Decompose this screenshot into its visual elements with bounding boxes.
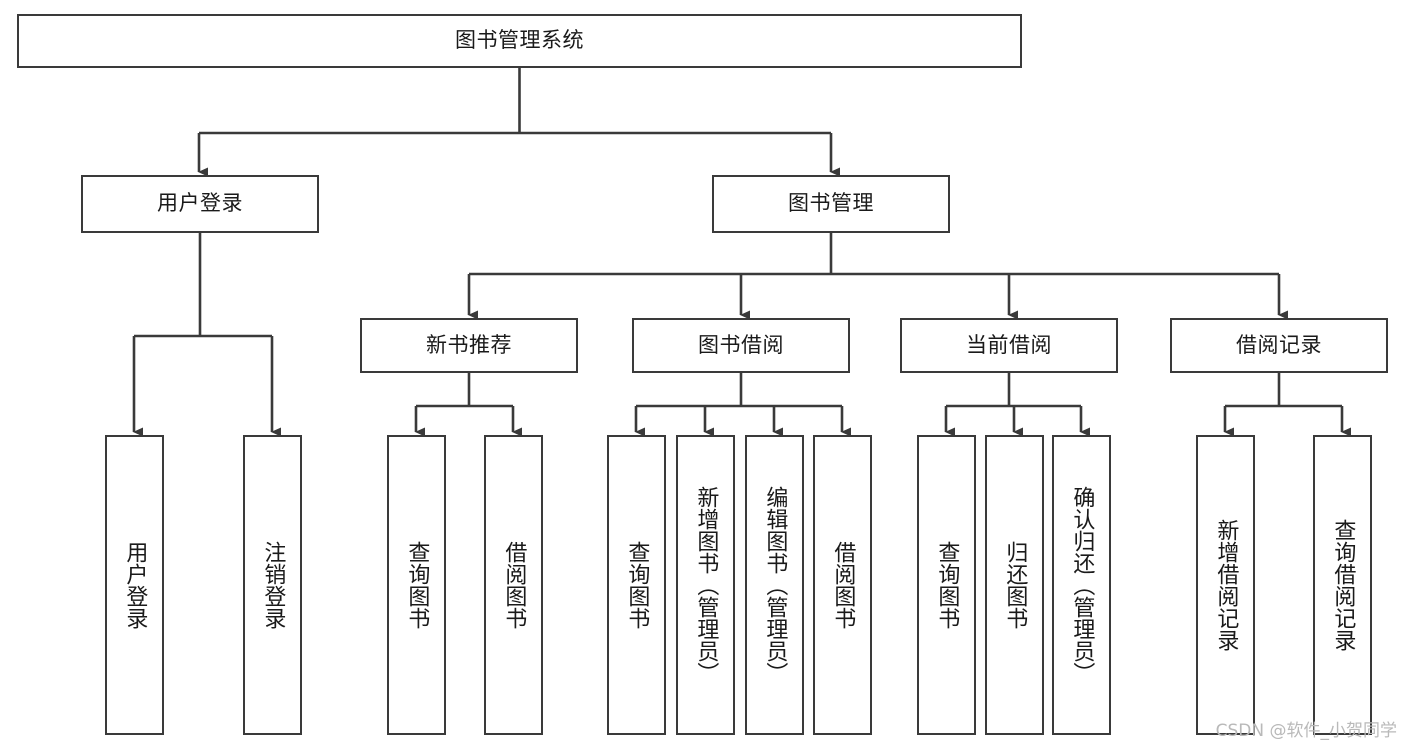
node-user-login[interactable]: 用户登录	[81, 175, 319, 233]
node-borrow-record-label: 借阅记录	[1236, 332, 1322, 357]
node-book-borrow-label: 图书借阅	[698, 332, 784, 357]
node-leaf-query-book-3[interactable]: 查询图书	[917, 435, 976, 735]
node-leaf-borrow-book-1-label: 借阅图书	[501, 541, 527, 629]
node-leaf-user-login-label: 用户登录	[122, 541, 148, 629]
node-current-borrow-label: 当前借阅	[966, 332, 1052, 357]
node-book-manage[interactable]: 图书管理	[712, 175, 950, 233]
node-new-book-recommend-label: 新书推荐	[426, 332, 512, 357]
node-root-label: 图书管理系统	[455, 28, 584, 53]
node-leaf-query-book-1-label: 查询图书	[404, 541, 430, 629]
node-leaf-query-book-2-label: 查询图书	[624, 541, 650, 629]
node-leaf-user-logout-label: 注销登录	[260, 541, 286, 629]
node-leaf-borrow-book-1[interactable]: 借阅图书	[484, 435, 543, 735]
node-leaf-return-book-label: 归还图书	[1002, 541, 1028, 629]
node-user-login-label: 用户登录	[157, 191, 243, 216]
node-book-borrow[interactable]: 图书借阅	[632, 318, 850, 373]
node-root[interactable]: 图书管理系统	[17, 14, 1022, 68]
node-leaf-borrow-book-2-label: 借阅图书	[830, 541, 856, 629]
node-leaf-return-book[interactable]: 归还图书	[985, 435, 1044, 735]
node-leaf-add-borrow-record[interactable]: 新增借阅记录	[1196, 435, 1255, 735]
node-leaf-user-logout[interactable]: 注销登录	[243, 435, 302, 735]
node-leaf-add-book-admin-label: 新增图书（管理员）	[693, 486, 719, 684]
node-leaf-query-book-2[interactable]: 查询图书	[607, 435, 666, 735]
node-borrow-record[interactable]: 借阅记录	[1170, 318, 1388, 373]
node-leaf-query-book-1[interactable]: 查询图书	[387, 435, 446, 735]
node-leaf-query-borrow-record-label: 查询借阅记录	[1330, 519, 1356, 651]
node-current-borrow[interactable]: 当前借阅	[900, 318, 1118, 373]
node-leaf-confirm-return-admin-label: 确认归还（管理员）	[1069, 486, 1095, 684]
csdn-watermark: CSDN @软件_小贺同学	[1215, 721, 1397, 741]
node-leaf-add-book-admin[interactable]: 新增图书（管理员）	[676, 435, 735, 735]
node-leaf-query-borrow-record[interactable]: 查询借阅记录	[1313, 435, 1372, 735]
node-leaf-edit-book-admin-label: 编辑图书（管理员）	[762, 486, 788, 684]
node-leaf-query-book-3-label: 查询图书	[934, 541, 960, 629]
node-leaf-edit-book-admin[interactable]: 编辑图书（管理员）	[745, 435, 804, 735]
node-leaf-confirm-return-admin[interactable]: 确认归还（管理员）	[1052, 435, 1111, 735]
node-leaf-borrow-book-2[interactable]: 借阅图书	[813, 435, 872, 735]
node-leaf-user-login[interactable]: 用户登录	[105, 435, 164, 735]
node-leaf-add-borrow-record-label: 新增借阅记录	[1213, 519, 1239, 651]
node-book-manage-label: 图书管理	[788, 191, 874, 216]
node-new-book-recommend[interactable]: 新书推荐	[360, 318, 578, 373]
